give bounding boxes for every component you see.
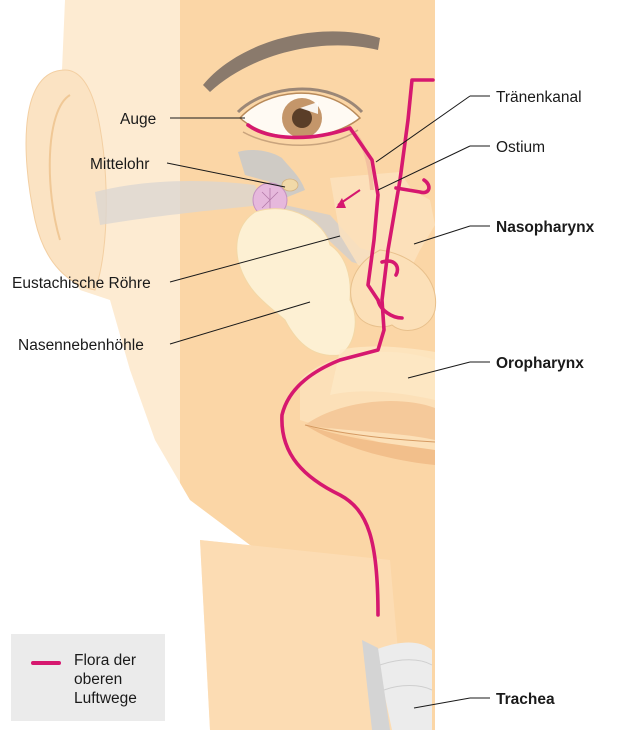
label-traenenkanal: Tränenkanal	[496, 89, 582, 106]
label-eustachische-roehre: Eustachische Röhre	[12, 275, 151, 292]
legend-flora-swatch	[31, 661, 61, 665]
pharynx-cavity	[330, 346, 435, 400]
label-oropharynx: Oropharynx	[496, 355, 584, 372]
label-mittelohr: Mittelohr	[90, 156, 149, 173]
label-auge: Auge	[120, 111, 156, 128]
ear	[26, 70, 106, 290]
label-nasopharynx: Nasopharynx	[496, 219, 595, 236]
label-trachea: Trachea	[496, 691, 555, 708]
legend-flora-label: Flora der oberen Luftwege	[74, 651, 162, 708]
label-ostium: Ostium	[496, 139, 545, 156]
legend: Flora der oberen Luftwege	[11, 634, 165, 721]
label-nasennebenhoehle: Nasennebenhöhle	[18, 337, 144, 354]
trachea-shape	[362, 640, 432, 730]
